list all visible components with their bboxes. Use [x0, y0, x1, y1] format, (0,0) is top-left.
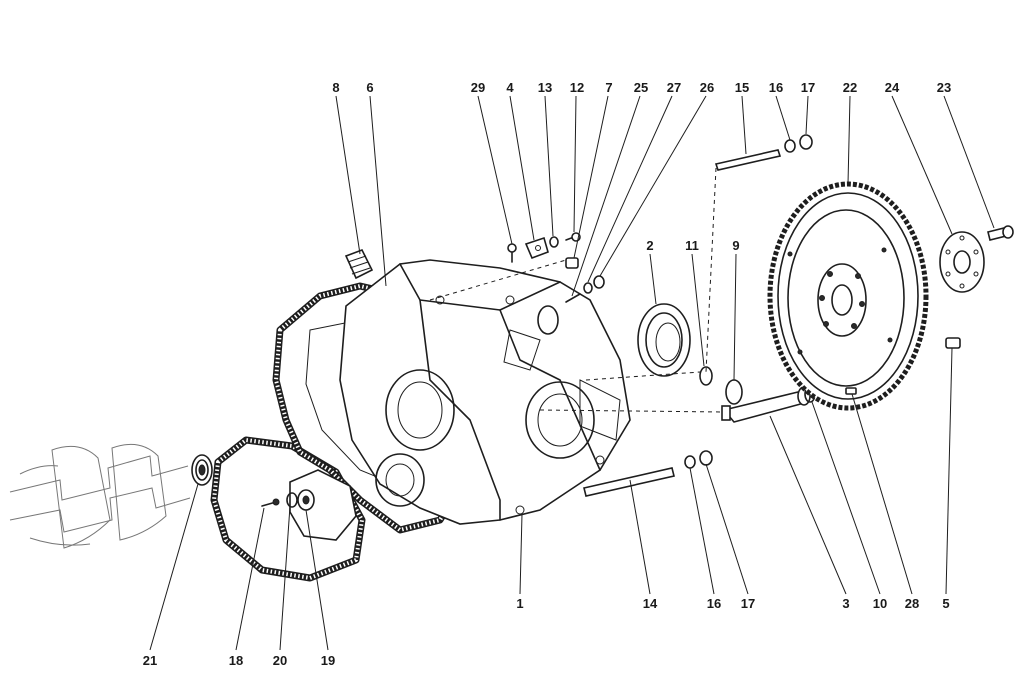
callout-22: 22	[843, 80, 857, 95]
stud-part-14	[583, 467, 675, 497]
nut-part-26	[593, 275, 605, 289]
assembly-lines	[429, 167, 725, 413]
crankshaft-part	[9, 443, 191, 549]
callout-17-top: 17	[801, 80, 815, 95]
washer-part-20	[286, 492, 298, 508]
callout-16-top: 16	[769, 80, 783, 95]
callout-25: 25	[634, 80, 648, 95]
o-ring-part-11	[699, 366, 713, 386]
callout-18: 18	[229, 653, 243, 668]
callout-27: 27	[667, 80, 681, 95]
flywheel-part-22	[767, 181, 929, 411]
seal-bearing-part-21	[191, 454, 213, 486]
washer-part-16-top	[784, 139, 796, 153]
stud-part-25	[565, 293, 581, 303]
o-ring-part-9	[725, 379, 743, 405]
oil-seal-part-2	[637, 303, 691, 377]
plate-part-24	[939, 231, 985, 293]
dowel-part-7	[565, 257, 579, 269]
leader-lines	[149, 95, 995, 651]
callout-23: 23	[937, 80, 951, 95]
screw-part-18	[261, 498, 280, 507]
callout-5: 5	[942, 596, 949, 611]
bolt-part-29	[507, 243, 517, 263]
callout-17-bottom: 17	[741, 596, 755, 611]
callout-2: 2	[646, 238, 653, 253]
lower-gasket-part	[210, 436, 366, 582]
bracket-part-4	[524, 236, 549, 260]
callout-labels: 8 6 29 4 13 12 7 25 27 26 15 16 17 22 24…	[143, 80, 951, 668]
dowel-part-5	[945, 337, 961, 349]
callout-19: 19	[321, 653, 335, 668]
nut-part-17-bottom	[699, 450, 713, 466]
nut-part-17-top	[799, 134, 813, 150]
callout-29: 29	[471, 80, 485, 95]
callout-28: 28	[905, 596, 919, 611]
dowel-part-28	[845, 387, 857, 395]
callout-12: 12	[570, 80, 584, 95]
callout-14: 14	[643, 596, 658, 611]
callout-10: 10	[873, 596, 887, 611]
callout-26: 26	[700, 80, 714, 95]
callout-3: 3	[842, 596, 849, 611]
callout-9: 9	[732, 238, 739, 253]
washer-part-13	[549, 236, 559, 248]
callout-8: 8	[332, 80, 339, 95]
washer-part-16-bottom	[684, 455, 696, 469]
callout-21: 21	[143, 653, 157, 668]
flywheel-housing-part-1	[339, 259, 631, 525]
callout-11: 11	[685, 238, 699, 253]
callout-1: 1	[516, 596, 523, 611]
callout-24: 24	[885, 80, 900, 95]
callout-4: 4	[506, 80, 514, 95]
callout-16-bottom: 16	[707, 596, 721, 611]
cover-plate-part	[289, 469, 357, 541]
bolt-part-23	[987, 225, 1014, 241]
stud-part-15	[714, 149, 782, 171]
callout-15: 15	[735, 80, 749, 95]
callout-6: 6	[366, 80, 373, 95]
callout-13: 13	[538, 80, 552, 95]
washer-part-27	[583, 282, 593, 294]
callout-20: 20	[273, 653, 287, 668]
callout-7: 7	[605, 80, 612, 95]
breather-part-8	[344, 248, 374, 280]
